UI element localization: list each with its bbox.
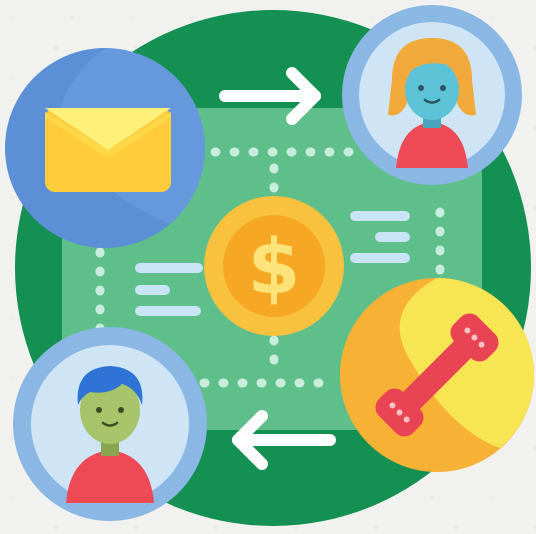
phone-icon: [340, 278, 534, 472]
female-avatar-icon: [342, 5, 522, 185]
text-lines-right: [350, 211, 410, 263]
dollar-coin-icon: $: [204, 196, 344, 336]
envelope-icon: [5, 48, 206, 248]
svg-text:$: $: [248, 222, 301, 311]
male-avatar-icon: [13, 327, 207, 521]
text-lines-left: [135, 263, 203, 316]
dotted-connection-lines: [95, 147, 445, 388]
arrow-right-icon: [219, 67, 321, 125]
arrow-left-icon: [232, 410, 336, 470]
